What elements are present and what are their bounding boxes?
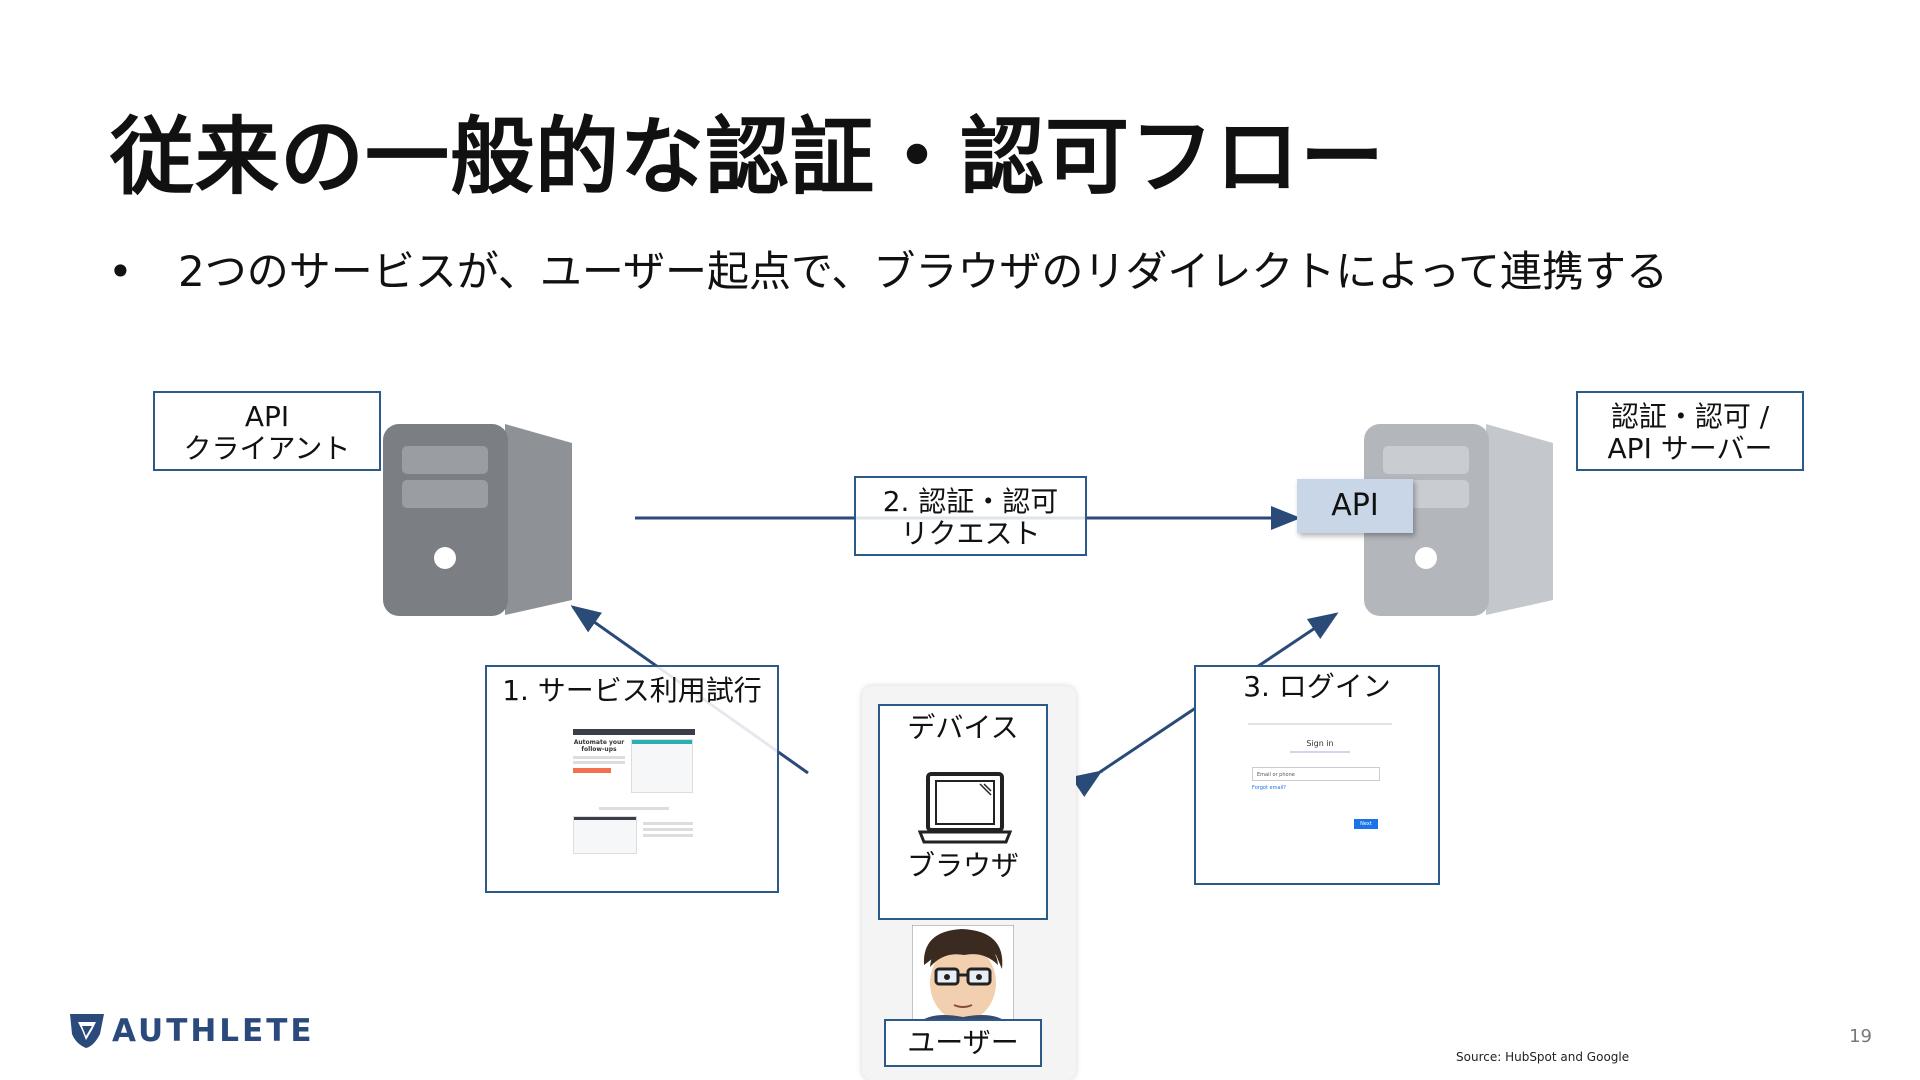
step2-label-box: 2. 認証・認可 リクエスト bbox=[854, 476, 1087, 556]
step3-box: 3. ログイン Sign in Email or phone Forgot em… bbox=[1194, 665, 1440, 885]
bullet-text: 2つのサービスが、ユーザー起点で、ブラウザのリダイレクトによって連携する bbox=[178, 247, 1669, 296]
server-label-box: 認証・認可 / API サーバー bbox=[1576, 391, 1804, 471]
step1-screenshot-headline: Automate your follow-ups bbox=[573, 739, 625, 753]
server-label-line1: 認証・認可 / bbox=[1610, 400, 1770, 433]
device-label: デバイス bbox=[907, 711, 1019, 744]
step3-email-field: Email or phone bbox=[1252, 767, 1380, 781]
api-badge: API bbox=[1297, 479, 1413, 533]
user-label: ユーザー bbox=[907, 1026, 1019, 1059]
browser-label: ブラウザ bbox=[906, 849, 1019, 882]
source-note: Source: HubSpot and Google bbox=[1456, 1050, 1630, 1064]
step1-label: 1. サービス利用試行 bbox=[502, 674, 762, 707]
step3-label: 3. ログイン bbox=[1243, 670, 1391, 703]
authlete-logo: AUTHLETE bbox=[112, 1013, 315, 1049]
client-label-line2: クライアント bbox=[183, 432, 351, 465]
step1-screenshot: Automate your follow-ups bbox=[573, 729, 695, 873]
client-server-icon bbox=[383, 424, 572, 616]
page-title: 従来の一般的な認証・認可フロー bbox=[110, 108, 1386, 206]
step2-label-line2: リクエスト bbox=[900, 517, 1041, 550]
device-box: デバイス ブラウザ bbox=[878, 704, 1048, 920]
page-number: 19 bbox=[1849, 1026, 1872, 1047]
step3-forgot-link: Forgot email? bbox=[1252, 785, 1286, 791]
server-label-line2: API サーバー bbox=[1607, 432, 1773, 465]
bullet-item: • 2つのサービスが、ユーザー起点で、ブラウザのリダイレクトによって連携する bbox=[108, 238, 1668, 299]
step3-next-button: Next bbox=[1354, 819, 1378, 829]
step1-box: 1. サービス利用試行 Automate your follow-ups bbox=[485, 665, 779, 893]
arrow-step3-start bbox=[1099, 769, 1103, 774]
step2-label-line1: 2. 認証・認可 bbox=[882, 485, 1059, 518]
client-label-line1: API bbox=[244, 400, 290, 433]
client-label-box: API クライアント bbox=[153, 391, 381, 471]
step3-signin-heading: Sign in bbox=[1306, 739, 1334, 748]
authlete-logo-icon bbox=[70, 1014, 104, 1048]
bullet-marker: • bbox=[108, 247, 133, 296]
laptop-icon bbox=[918, 772, 1012, 844]
step3-screenshot: Sign in Email or phone Forgot email? Nex… bbox=[1248, 719, 1392, 839]
user-avatar bbox=[912, 925, 1014, 1023]
user-label-box: ユーザー bbox=[884, 1019, 1042, 1067]
